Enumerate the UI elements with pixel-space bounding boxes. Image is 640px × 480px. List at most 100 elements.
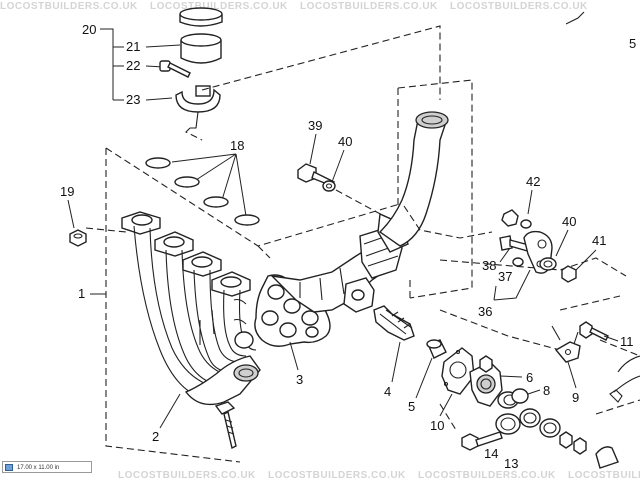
part-number-10: 10 [430,418,444,433]
washer [322,180,336,192]
rubber-bush [539,257,557,271]
leader-21 [145,44,181,48]
leader-3 [289,341,299,371]
leader-11 [603,335,619,342]
gaskets-18-group: 18 [145,138,260,226]
part-number-6: 6 [526,370,533,385]
manifold-gasket-3 [233,274,331,349]
part-number-4: 4 [384,384,391,399]
part-number-41: 41 [592,233,606,248]
flange-gasket-10 [441,347,475,395]
part-number-40: 40 [562,214,576,229]
leader-41 [573,249,597,273]
leader-6 [499,375,523,378]
part-number-36: 36 [478,304,492,319]
watermark-text: LOCOSTBUILDERS.CO.UK [300,1,438,12]
gasket-ring [174,176,200,188]
clamp-23 [175,85,221,129]
part-number-9: 9 [572,390,579,405]
link-pipe [378,119,447,247]
collar-5 [426,339,447,359]
leader-4 [391,341,401,383]
leader-42 [527,189,533,215]
dashed-guide-line [185,25,441,141]
leader-36-38 [493,247,531,301]
dashed-guide-line [335,189,385,217]
leader-8 [527,389,541,395]
gasket-ring [145,157,171,169]
washer [520,219,532,229]
leader-18 [171,153,247,217]
group-bracket-line [100,28,124,101]
silencer-boundary [439,295,640,357]
bolt-14 [461,431,503,451]
bolt-head [499,235,513,251]
spring-8 [497,388,529,409]
dimensions-text: 17.00 x 11.00 in [17,465,60,471]
part-number-13-partial: 13 [504,456,518,471]
part-number-39: 39 [308,118,322,133]
end-cap [179,7,223,27]
part-number-3: 3 [296,372,303,387]
part-number-5-edge: 5 [629,36,636,51]
leader-23 [145,97,173,101]
nut-19-group: 19 [60,184,127,247]
bolt-washer-group: 39 40 [297,118,385,217]
dashed-guide-line [85,227,127,233]
part-number-38: 38 [482,258,496,273]
watermark-text: LOCOSTBUILDERS.CO.UK [0,1,138,12]
status-bar-dimensions: 17.00 x 11.00 in [2,461,92,473]
part-number-21: 21 [126,39,140,54]
part-number-18: 18 [230,138,244,153]
leader-40-b [555,229,569,257]
nut-42 [501,209,519,227]
collector-outlet [233,364,259,382]
bracket-bolt [214,401,237,450]
dashed-guide-line [439,399,640,431]
part-number-11: 11 [620,334,634,349]
part-number-1: 1 [78,286,85,301]
leader-10 [439,393,453,417]
watermark-text: LOCOSTBUILDERS.CO.UK [418,470,556,480]
watermark-text: LOCOSTBUILDERS.CO.UK [450,1,588,12]
edge-fragment [565,11,585,25]
part-number-22: 22 [126,58,140,73]
leader-40 [331,149,345,183]
leader-39 [309,133,317,165]
bracket-assembly-group: 42 40 41 38 37 36 [478,174,606,319]
watermark-text: LOCOSTBUILDERS.CO.UK [268,470,406,480]
part-number-20: 20 [82,22,96,37]
gasket-rings-lower [495,408,619,469]
part-number-42: 42 [526,174,540,189]
watermark-text: LOCOSTBUILDERS.CO.UK [568,470,640,480]
leader-19 [67,199,75,229]
part-number-8: 8 [543,383,550,398]
pipe-outlet [415,111,449,129]
part-number-14: 14 [484,446,498,461]
clamp-6 [469,355,503,407]
exhaust-header-pipes [121,211,261,406]
clamp-assembly-group: 20 21 22 23 [82,7,441,141]
header-assembly-boundary [105,147,421,463]
bracket-9-11-group: 9 11 [551,321,640,405]
nut-41 [561,265,577,283]
part-number-37: 37 [498,269,512,284]
part-number-5: 5 [408,399,415,414]
gasket-sleeve-21 [180,33,222,64]
part-number-2: 2 [152,429,159,444]
leader-9 [567,361,577,389]
gasket-4 [373,305,415,341]
gasket-ring [234,214,260,226]
hanger-bracket [554,341,581,363]
watermark-top: LOCOSTBUILDERS.CO.UK LOCOSTBUILDERS.CO.U… [0,1,588,12]
bolt-22 [159,60,191,78]
gasket-ring [203,196,229,208]
dashed-guide-line [439,257,627,277]
silencer-body-edge [613,355,640,393]
mid-pipe-assembly [270,111,449,313]
part-number-19: 19 [60,184,74,199]
watermark-bottom: LOCOSTBUILDERS.CO.UK LOCOSTBUILDERS.CO.U… [118,470,640,480]
dashed-guide-line [403,205,493,239]
